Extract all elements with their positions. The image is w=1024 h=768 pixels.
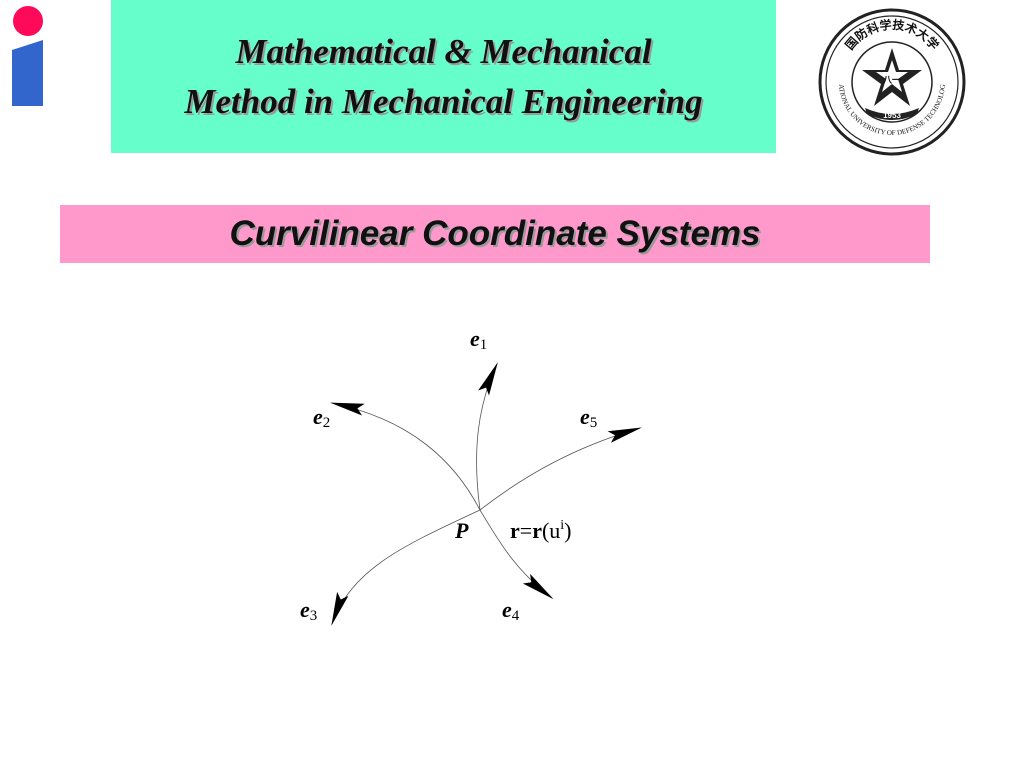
- label-e4: e4: [502, 597, 520, 624]
- curve-e5: [479, 427, 642, 511]
- label-e5: e5: [580, 404, 598, 431]
- section-title-bar: Curvilinear Coordinate Systems: [60, 205, 930, 263]
- header-title-line-2: Method in Mechanical Engineering: [184, 81, 703, 121]
- label-e2: e2: [313, 404, 331, 431]
- curve-e3: [331, 509, 481, 626]
- svg-text:1953: 1953: [883, 111, 901, 120]
- curve-e4: [479, 509, 554, 600]
- label-e1: e1: [470, 326, 488, 353]
- label-e3: e3: [300, 597, 318, 624]
- logo-icon: [12, 6, 43, 106]
- label-point-p: P: [455, 518, 469, 543]
- section-title: Curvilinear Coordinate Systems: [229, 214, 761, 253]
- curve-e2: [330, 402, 481, 511]
- university-seal-logo: 国防科学技术大学 NATIONAL UNIVERSITY OF DEFENSE …: [817, 8, 966, 156]
- header-title-box: Mathematical & Mechanical Method in Mech…: [111, 0, 776, 153]
- svg-text:八一: 八一: [882, 75, 901, 86]
- position-vector-equation: r=r(ui): [510, 518, 572, 543]
- curve-e1: [476, 362, 498, 511]
- header-title-line-1: Mathematical & Mechanical: [235, 31, 652, 71]
